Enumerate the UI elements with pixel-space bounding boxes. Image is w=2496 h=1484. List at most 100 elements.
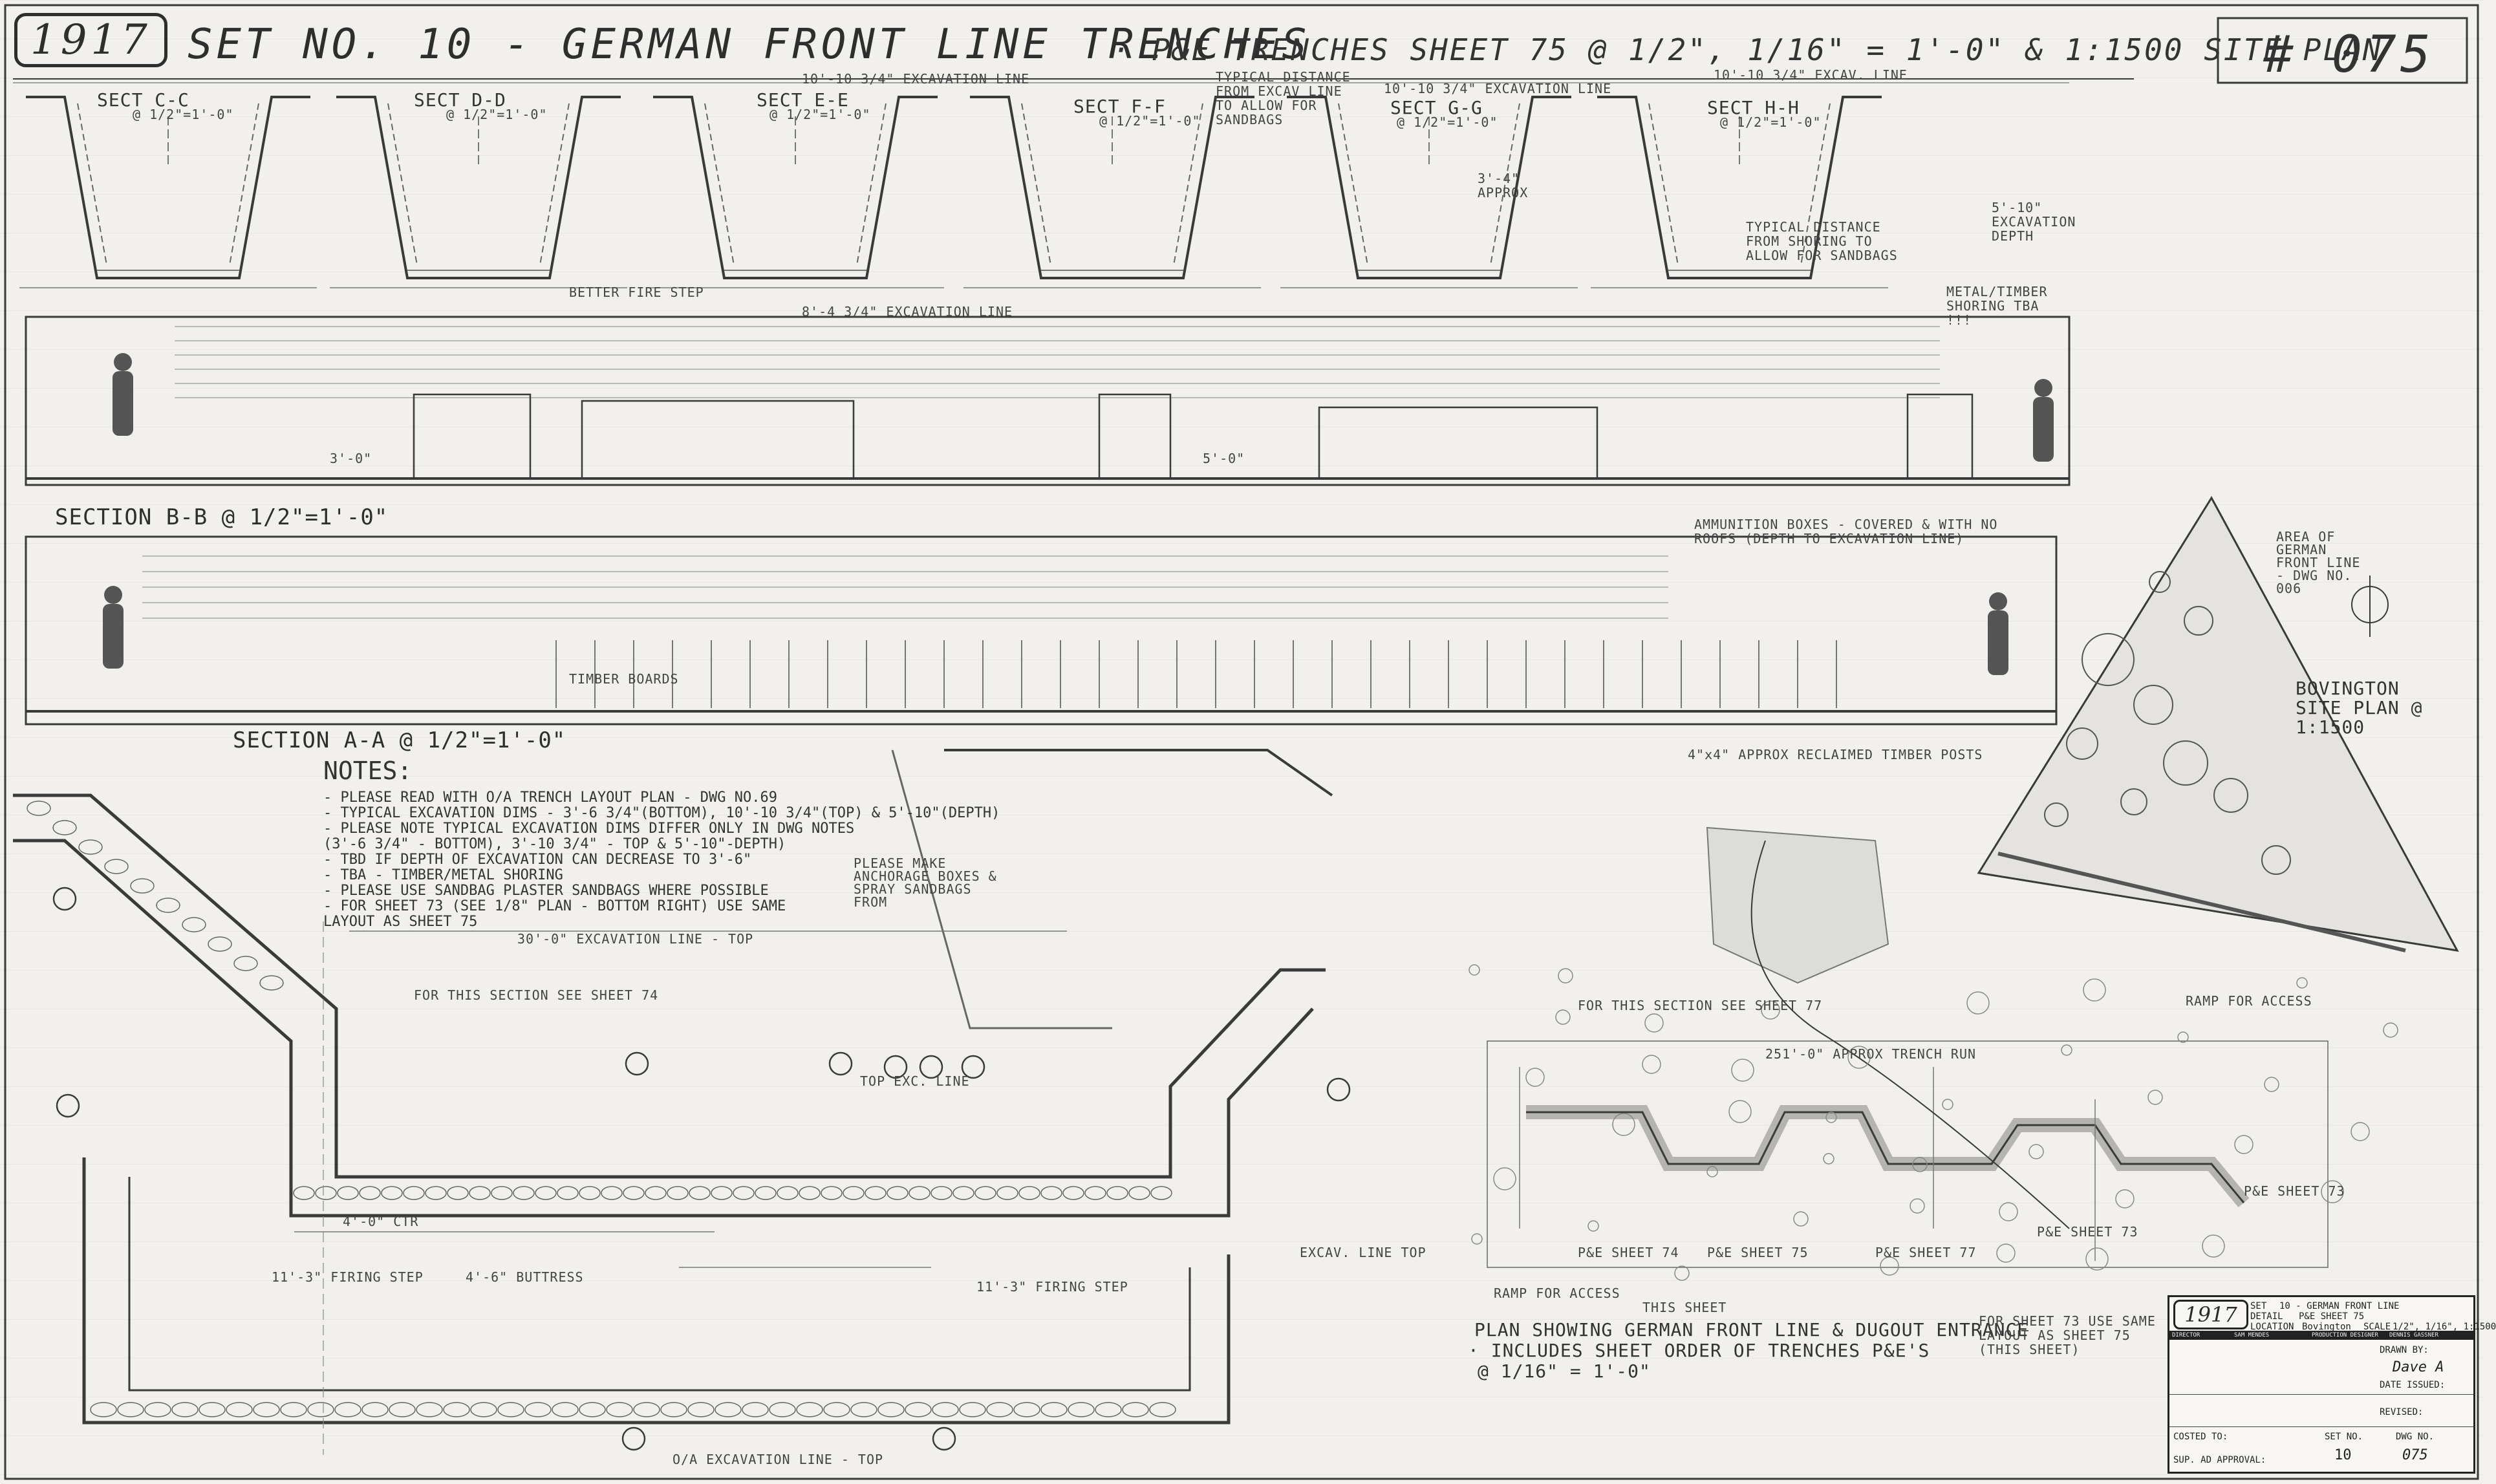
tree-symbol: [2351, 1122, 2370, 1141]
sandbag-stone: [1128, 1186, 1150, 1200]
sandbag-stone: [307, 1402, 334, 1417]
section-label-ee: SECT E-E: [757, 89, 849, 111]
site-trench-run: 251'-0" APPROX TRENCH RUN: [1765, 1046, 1977, 1062]
section-label-dd: SECT D-D: [414, 89, 506, 111]
tb-set-no-label: SET NO.: [2325, 1432, 2363, 1442]
tb-scale-value: 1/2", 1/16", 1:1500: [2393, 1322, 2496, 1332]
tb-dwg-no-value: 075: [2402, 1447, 2428, 1463]
soldier-figure-b-right-body: [2033, 397, 2054, 462]
sandbag-stone: [491, 1186, 513, 1200]
site-plan-caption-3: @ 1/16" = 1'-0": [1478, 1360, 1651, 1382]
sandbag-stone: [799, 1186, 821, 1200]
sandbag-stone: [952, 1186, 974, 1200]
plan-firing-step-2: 11'-3" FIRING STEP: [976, 1279, 1128, 1295]
tree-symbol: [1847, 1046, 1871, 1069]
sandbag-stone: [601, 1186, 623, 1200]
section-marker: [883, 1055, 908, 1079]
sheet-number-frame: [2217, 17, 2468, 84]
tree-symbol: [1880, 1256, 1899, 1276]
site-plan-road: [1997, 852, 2406, 952]
tree-symbol: [2234, 1135, 2254, 1154]
tb-set-label: SET: [2250, 1301, 2267, 1311]
tb-director-label: DIRECTOR: [2172, 1332, 2200, 1339]
drawing-subtitle: · P&E TRENCHES SHEET 75 @ 1/2", 1/16" = …: [1112, 32, 2383, 67]
trench-section-outline: [336, 96, 621, 279]
tree-symbol: [2202, 1234, 2225, 1258]
callout-excav-line-3: 10'-10 3/4" EXCAV. LINE: [1714, 67, 1908, 83]
tb-designer-label: PRODUCTION DESIGNER: [2312, 1332, 2378, 1339]
trench-section-outline: [1287, 96, 1571, 279]
sandbag-stone: [552, 1402, 579, 1417]
tb-revised-label: REVISED:: [2380, 1407, 2424, 1417]
tree-symbol: [2083, 978, 2106, 1002]
sandbag-stone: [932, 1402, 959, 1417]
sandbag-stone: [865, 1186, 887, 1200]
section-marker: [56, 1093, 80, 1118]
sandbag-stone: [513, 1186, 535, 1200]
dugout-entrance: [1706, 826, 1889, 984]
section-marker: [828, 1051, 853, 1076]
site-crater: [2133, 685, 2173, 725]
sandbag-stone: [623, 1186, 645, 1200]
sandbag-stone: [359, 1186, 381, 1200]
sandbag-stone: [1122, 1402, 1149, 1417]
site-plan-label: BOVINGTON SITE PLAN @ 1:1500: [2296, 678, 2423, 738]
site-crater: [2184, 606, 2213, 636]
sandbag-stone: [843, 1186, 865, 1200]
section-b-dim-2: 5'-0": [1203, 451, 1245, 466]
site-crater: [2120, 788, 2147, 815]
sandbag-stone: [755, 1186, 777, 1200]
notes-line: - TBD IF DEPTH OF EXCAVATION CAN DECREAS…: [323, 852, 752, 868]
trench-strip-line: [1526, 1111, 2245, 1203]
site-crater: [2082, 633, 2135, 686]
tree-symbol: [2321, 1180, 2344, 1203]
sandbag-stone: [823, 1402, 850, 1417]
tb-set-no-value: 10: [2334, 1447, 2352, 1463]
tb-detail-label: DETAIL: [2250, 1311, 2283, 1322]
section-marker: [52, 887, 77, 911]
tree-symbol: [1587, 1220, 1599, 1232]
plan-excav-line: EXCAV. LINE TOP: [1300, 1245, 1426, 1260]
tree-symbol: [1525, 1068, 1545, 1087]
callout-firestep: BETTER FIRE STEP: [569, 285, 704, 300]
tree-symbol: [1674, 1265, 1690, 1281]
notes-line: - PLEASE USE SANDBAG PLASTER SANDBAGS WH…: [323, 883, 769, 899]
tree-symbol: [1555, 1009, 1571, 1025]
drawing-title: SET NO. 10 - GERMAN FRONT LINE TRENCHES: [188, 21, 1311, 69]
sandbag-stone: [689, 1186, 711, 1200]
sandbag-stone: [117, 1402, 144, 1417]
tree-symbol: [1996, 1243, 2016, 1263]
trench-section-outline: [1597, 96, 1882, 279]
sandbag-stone: [769, 1402, 796, 1417]
soldier-figure-a-left-body: [103, 604, 124, 669]
sandbag-stone: [524, 1402, 552, 1417]
sandbag-stone: [715, 1402, 742, 1417]
sandbag-stone: [156, 898, 180, 913]
site-see-sheet-77: FOR THIS SECTION SEE SHEET 77: [1578, 998, 1823, 1013]
sandbag-stone: [667, 1186, 689, 1200]
section-label-gg: SECT G-G: [1390, 97, 1483, 118]
tree-symbol: [1912, 1157, 1928, 1172]
sandbag-wall: [704, 103, 887, 266]
section-marker: [932, 1426, 956, 1451]
plan-firestep: [128, 1177, 1191, 1392]
trench-section-outline: [26, 96, 310, 279]
section-marker: [919, 1055, 943, 1079]
notes-line: (3'-6 3/4" - BOTTOM), 3'-10 3/4" - TOP &…: [323, 836, 786, 852]
tree-symbol: [1731, 1059, 1754, 1082]
tb-header-bar: [2169, 1331, 2473, 1340]
tb-drawn-by-value: Dave A: [2393, 1359, 2444, 1375]
notes-line: - TYPICAL EXCAVATION DIMS - 3'-6 3/4"(BO…: [323, 805, 1000, 821]
sandbag-stone: [733, 1186, 755, 1200]
soldier-figure-b-left-body: [113, 371, 133, 436]
sandbag-stone: [986, 1402, 1013, 1417]
section-label-cc: SECT C-C: [97, 89, 189, 111]
sandbag-stone: [280, 1402, 307, 1417]
plan-diagonal-arm: [891, 749, 1112, 1029]
section-marker: [1326, 1077, 1351, 1102]
tree-symbol: [2115, 1189, 2135, 1209]
sandbag-stone: [381, 1186, 403, 1200]
tb-detail-value: P&E SHEET 75: [2299, 1311, 2365, 1322]
sandbag-stone: [315, 1186, 337, 1200]
